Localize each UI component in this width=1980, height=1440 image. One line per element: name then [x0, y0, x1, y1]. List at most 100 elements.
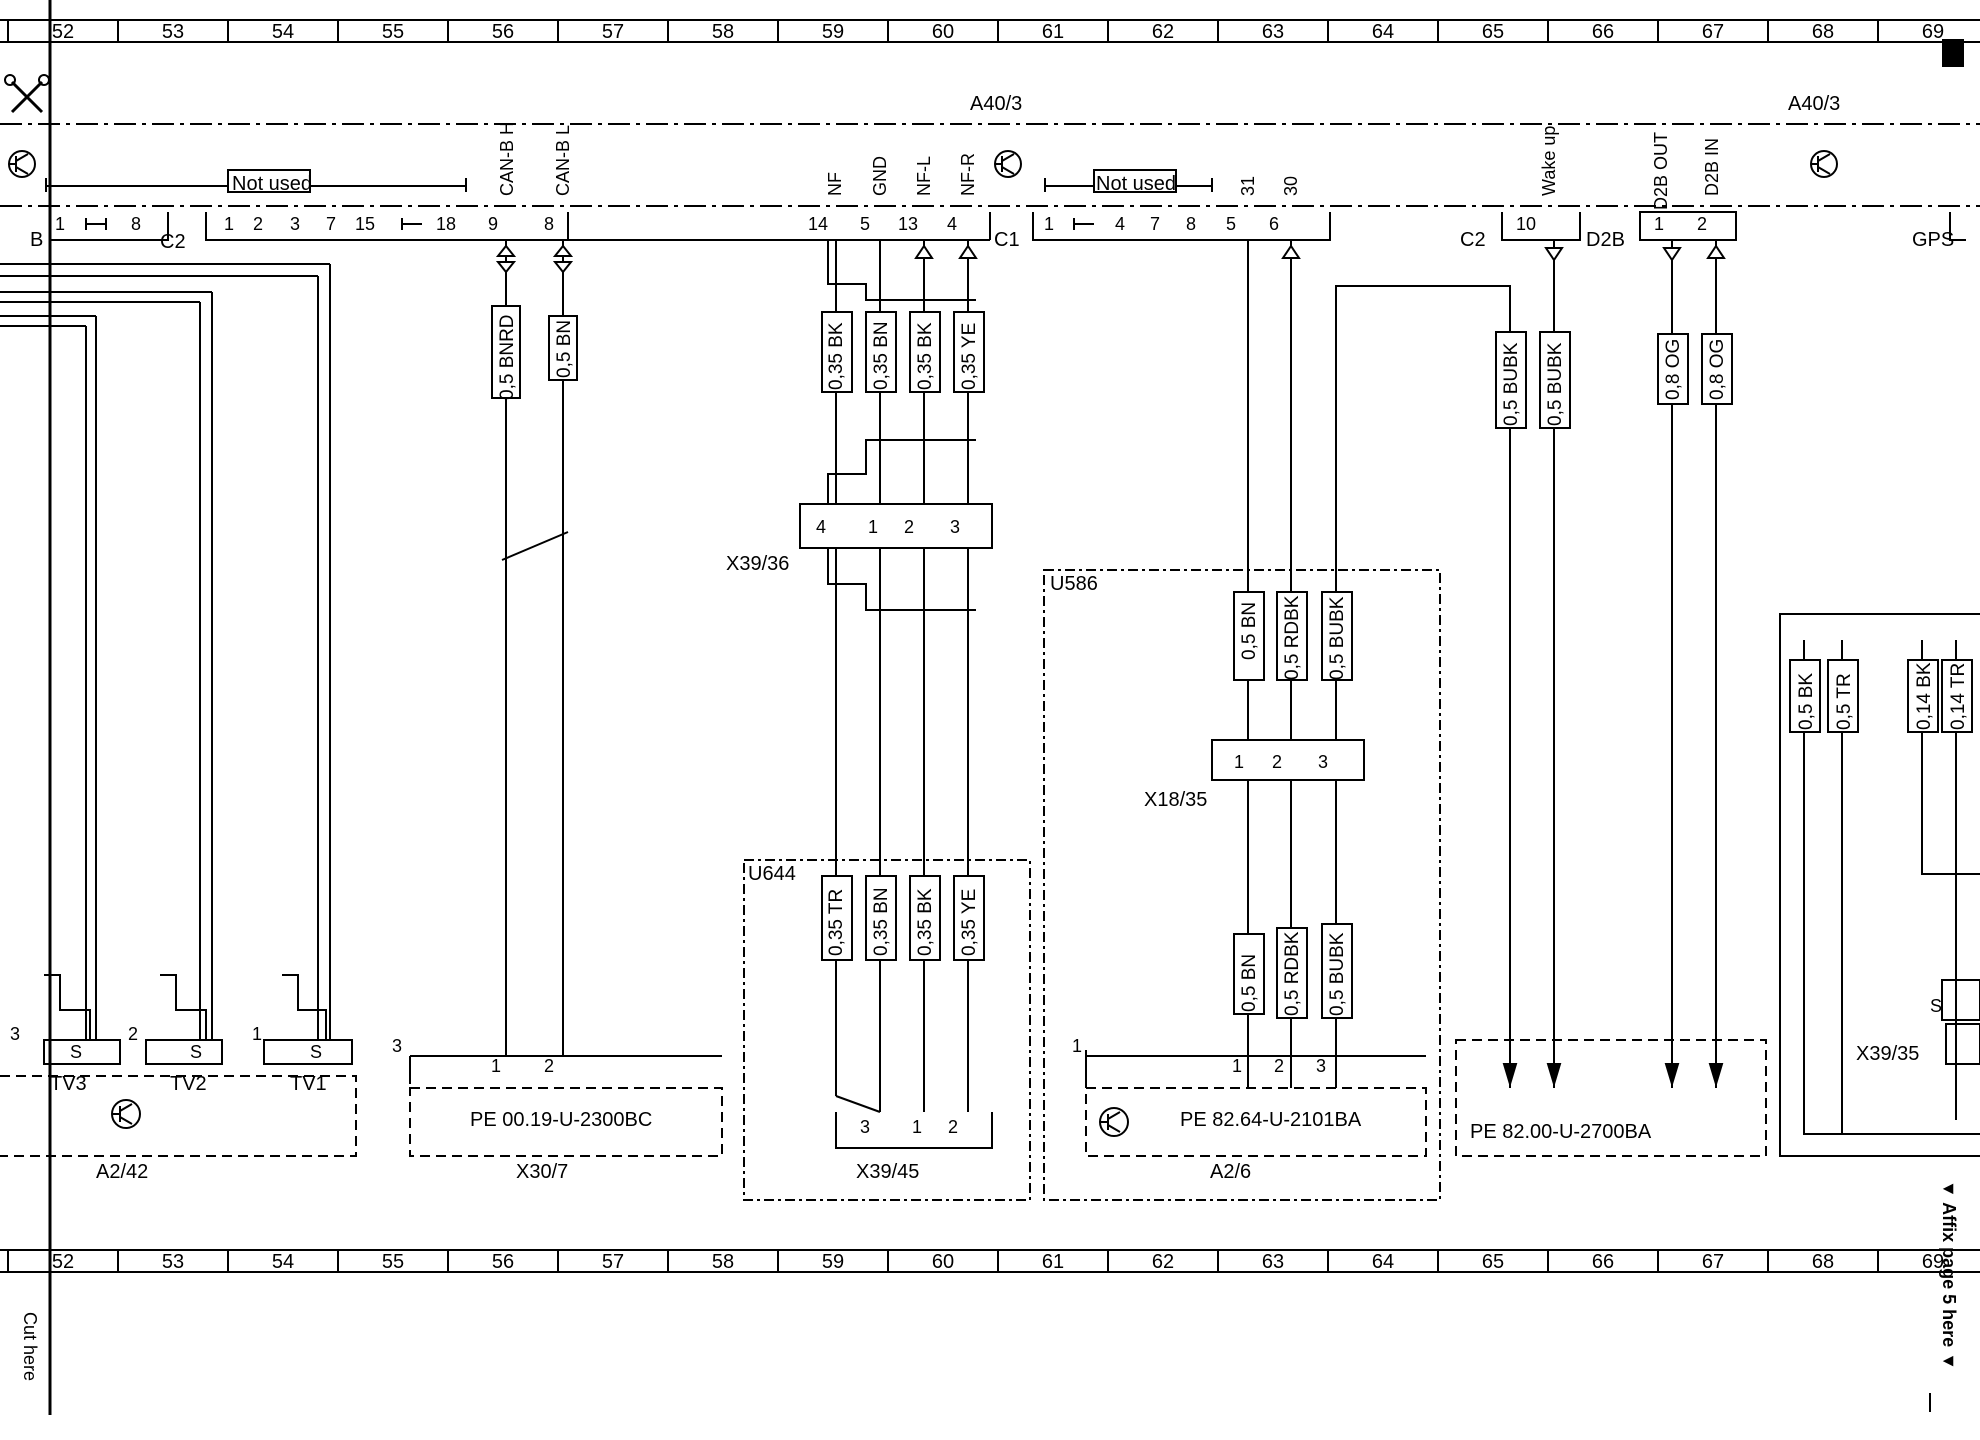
wire-label: 0,35 BK: [915, 322, 936, 390]
ruler-number: 52: [52, 1251, 74, 1273]
wire-label: 0,14 TR: [1948, 663, 1969, 730]
pin-label: 14: [808, 214, 828, 234]
u586-label: U586: [1050, 573, 1098, 595]
d2b-wires: [1502, 240, 1726, 1088]
x39-35-s: S: [1930, 996, 1942, 1016]
not-used-label: Not used: [232, 173, 312, 195]
ruler-number: 54: [272, 21, 294, 43]
pin-label: 3: [860, 1117, 870, 1137]
connector-c2-left: B C2 1 8: [30, 212, 186, 253]
ruler-number: 67: [1702, 21, 1724, 43]
ruler-number: 57: [602, 1251, 624, 1273]
tv3-module: 3 S TV3: [10, 974, 121, 1095]
pin-label: 2: [1274, 1056, 1284, 1076]
ruler-number: 53: [162, 1251, 184, 1273]
tv1-label: TV1: [290, 1073, 327, 1095]
a40-3-label-right: A40/3: [1788, 93, 1840, 115]
ruler-number: 69: [1922, 1251, 1944, 1273]
ruler-number: 67: [1702, 1251, 1724, 1273]
signal-nf-l: NF-L: [914, 156, 934, 196]
wire-label: 0,35 TR: [826, 889, 847, 956]
pin-label: 18: [436, 214, 456, 234]
a2-6-pin: 1: [1072, 1036, 1082, 1056]
a40-3-label-center: A40/3: [970, 93, 1022, 115]
ruler-number: 52: [52, 21, 74, 43]
x18-35-label: X18/35: [1144, 789, 1207, 811]
wire-label: 0,5 TR: [1834, 673, 1855, 730]
signal-can-bh: CAN-B H: [497, 122, 517, 196]
connector-gps-label: GPS: [1912, 229, 1954, 251]
a2-6-module: 1 1 2 3 PE 82.64-U-2101BA A2/6: [1072, 1036, 1427, 1183]
ruler-number: 65: [1482, 1251, 1504, 1273]
pin-label: 2: [1272, 752, 1282, 772]
ruler-number: 68: [1812, 21, 1834, 43]
pin-label: 1: [491, 1056, 501, 1076]
ruler-number: 65: [1482, 21, 1504, 43]
connector-d2b-label: D2B: [1586, 229, 1625, 251]
transistor-icon: [111, 1099, 141, 1129]
pin-label: 9: [488, 214, 498, 234]
x39-35-label: X39/35: [1856, 1043, 1919, 1065]
wire-label: 0,35 BN: [871, 887, 892, 956]
ruler-number: 62: [1152, 21, 1174, 43]
signal-30: 30: [1281, 176, 1301, 196]
signal-can-bl: CAN-B L: [553, 125, 573, 196]
pin-label: 13: [898, 214, 918, 234]
wire-label: 0,5 BN: [554, 320, 575, 378]
ruler-number: 53: [162, 21, 184, 43]
signal-31: 31: [1238, 176, 1258, 196]
connector-b-label: B: [30, 229, 43, 251]
ruler-number: 58: [712, 21, 734, 43]
wire-label: 0,5 BUBK: [1501, 342, 1522, 426]
ref-2700-box: [1455, 1039, 1767, 1157]
affix-label: ▼ Affix page 5 here ▼: [1939, 1180, 1959, 1370]
ruler-number: 63: [1262, 21, 1284, 43]
pin-label: 2: [1697, 214, 1707, 234]
pin-label: 10: [1516, 214, 1536, 234]
connector-c2-d2b: C2 10 D2B 1 2 GPS: [1460, 211, 1966, 251]
wire-label: 0,5 BNRD: [497, 314, 518, 400]
pin-label: 6: [1269, 214, 1279, 234]
u586-box: [1043, 569, 1441, 1201]
connector-c2-label: C2: [1460, 229, 1486, 251]
pin-label: 1: [912, 1117, 922, 1137]
connector-c1-label: C1: [994, 229, 1020, 251]
ruler-number: 68: [1812, 1251, 1834, 1273]
a2-42-box: [0, 1075, 357, 1157]
signal-gnd: GND: [870, 156, 890, 196]
wire-label: 0,5 BUBK: [1545, 342, 1566, 426]
tv3-s: S: [70, 1042, 82, 1062]
pin-label: 7: [1150, 214, 1160, 234]
scissors-icon: [4, 74, 50, 114]
wire-label: 0,5 RDBK: [1282, 595, 1303, 680]
transistor-icon: [1810, 150, 1838, 178]
connector-c2-label: C2: [160, 231, 186, 253]
x39-45-label: X39/45: [856, 1161, 919, 1183]
pin-label: 15: [355, 214, 375, 234]
ruler-number: 61: [1042, 21, 1064, 43]
a2-6-ref: PE 82.64-U-2101BA: [1180, 1109, 1362, 1131]
wire-label: 0,5 BN: [1239, 954, 1260, 1012]
pin-label: 3: [950, 517, 960, 537]
u644-label: U644: [748, 863, 796, 885]
a2-6-label: A2/6: [1210, 1161, 1251, 1183]
ruler-number: 56: [492, 1251, 514, 1273]
not-used-label: Not used: [1096, 173, 1176, 195]
ruler-number: 58: [712, 1251, 734, 1273]
x30-7-label: X30/7: [516, 1161, 568, 1183]
tv2-label: TV2: [170, 1073, 207, 1095]
top-ruler-ticks: [7, 20, 1879, 42]
x30-7-pin: 3: [392, 1036, 402, 1056]
signal-nf-r: NF-R: [958, 153, 978, 196]
u644-box: [743, 859, 1031, 1201]
tv2-s: S: [190, 1042, 202, 1062]
pin-label: 1: [1654, 214, 1664, 234]
ruler-number: 60: [932, 1251, 954, 1273]
wire-label: 0,14 BK: [1914, 662, 1935, 730]
pin-label: 2: [904, 517, 914, 537]
pin-label: 2: [253, 214, 263, 234]
connector-c1-right: 1 4 7 8 5 6: [1032, 212, 1331, 241]
